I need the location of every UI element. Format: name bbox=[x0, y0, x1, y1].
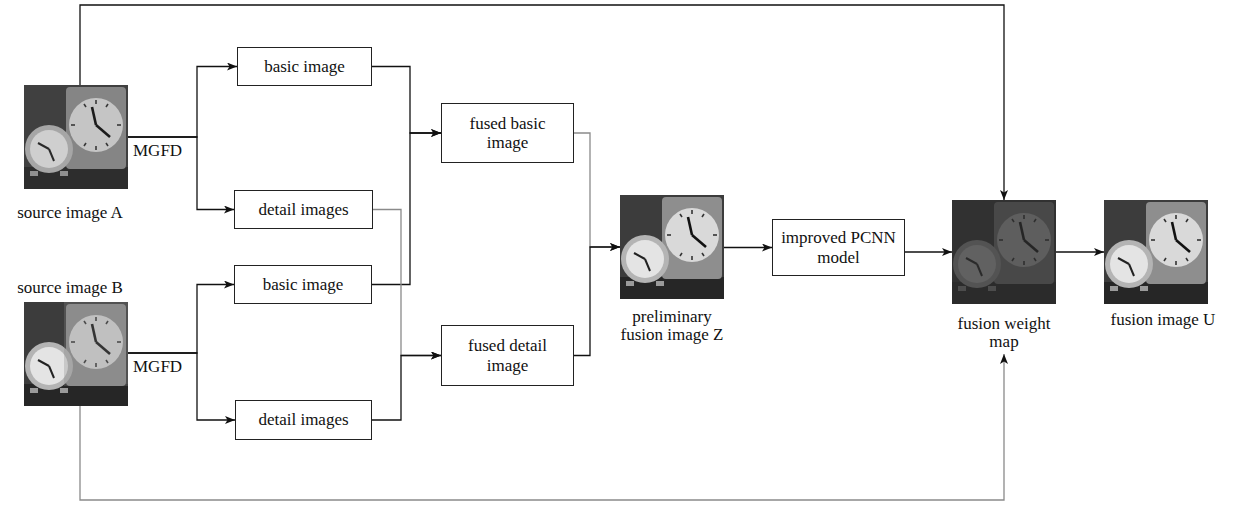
box-label: basic image bbox=[263, 275, 344, 294]
image-node: fusion weight map bbox=[940, 200, 1068, 352]
flow-arrow bbox=[80, 5, 1004, 200]
flow-arrow bbox=[574, 133, 620, 247]
flow-arrow bbox=[372, 356, 441, 421]
flow-arrow bbox=[128, 67, 237, 138]
flow-arrow bbox=[128, 353, 235, 420]
edge-label: MGFD bbox=[131, 142, 184, 161]
process-box: basic image bbox=[234, 265, 372, 304]
process-box: basic image bbox=[237, 47, 372, 86]
image-node: preliminary fusion image Z bbox=[602, 195, 742, 345]
edge-label: MGFD bbox=[131, 358, 184, 377]
image-caption: preliminary fusion image Z bbox=[613, 308, 731, 345]
clock-scene bbox=[24, 302, 128, 406]
process-box: fused detail image bbox=[441, 325, 574, 386]
image-caption: fusion image U bbox=[1090, 311, 1236, 330]
source-image-b-picture bbox=[24, 302, 128, 406]
clock-scene bbox=[952, 200, 1056, 304]
image-node: fusion image U bbox=[1088, 200, 1238, 330]
preliminary-fusion-picture bbox=[620, 195, 724, 299]
flow-arrow bbox=[128, 137, 234, 210]
clock-scene bbox=[620, 195, 724, 299]
image-node: source image B bbox=[4, 279, 136, 406]
image-caption: source image A bbox=[5, 204, 135, 223]
box-label: detail images bbox=[258, 410, 348, 429]
box-label: detail images bbox=[258, 200, 348, 219]
flow-arrow bbox=[372, 67, 441, 134]
process-box: detail images bbox=[235, 400, 372, 440]
image-node: source image A bbox=[4, 85, 136, 223]
flow-arrow bbox=[128, 285, 234, 354]
flow-arrow bbox=[1056, 251, 1104, 252]
process-box: fused basic image bbox=[441, 103, 574, 163]
flow-arrow bbox=[905, 251, 952, 252]
image-caption: source image B bbox=[5, 279, 135, 298]
flow-arrow bbox=[373, 210, 441, 356]
flow-arrow bbox=[724, 247, 772, 248]
box-label: improved PCNN model bbox=[779, 228, 898, 266]
box-label: fused detail image bbox=[448, 336, 567, 374]
flow-arrow bbox=[372, 133, 441, 285]
box-label: fused basic image bbox=[448, 114, 567, 152]
clock-scene bbox=[1104, 200, 1208, 304]
source-image-a-picture bbox=[24, 85, 128, 189]
box-label: basic image bbox=[264, 57, 345, 76]
weight-map-picture bbox=[952, 200, 1056, 304]
process-box: detail images bbox=[234, 190, 373, 229]
flow-arrow bbox=[574, 247, 620, 356]
fusion-image-picture bbox=[1104, 200, 1208, 304]
process-box: improved PCNN model bbox=[772, 219, 905, 276]
clock-scene bbox=[24, 85, 128, 189]
image-caption: fusion weight map bbox=[950, 315, 1058, 352]
